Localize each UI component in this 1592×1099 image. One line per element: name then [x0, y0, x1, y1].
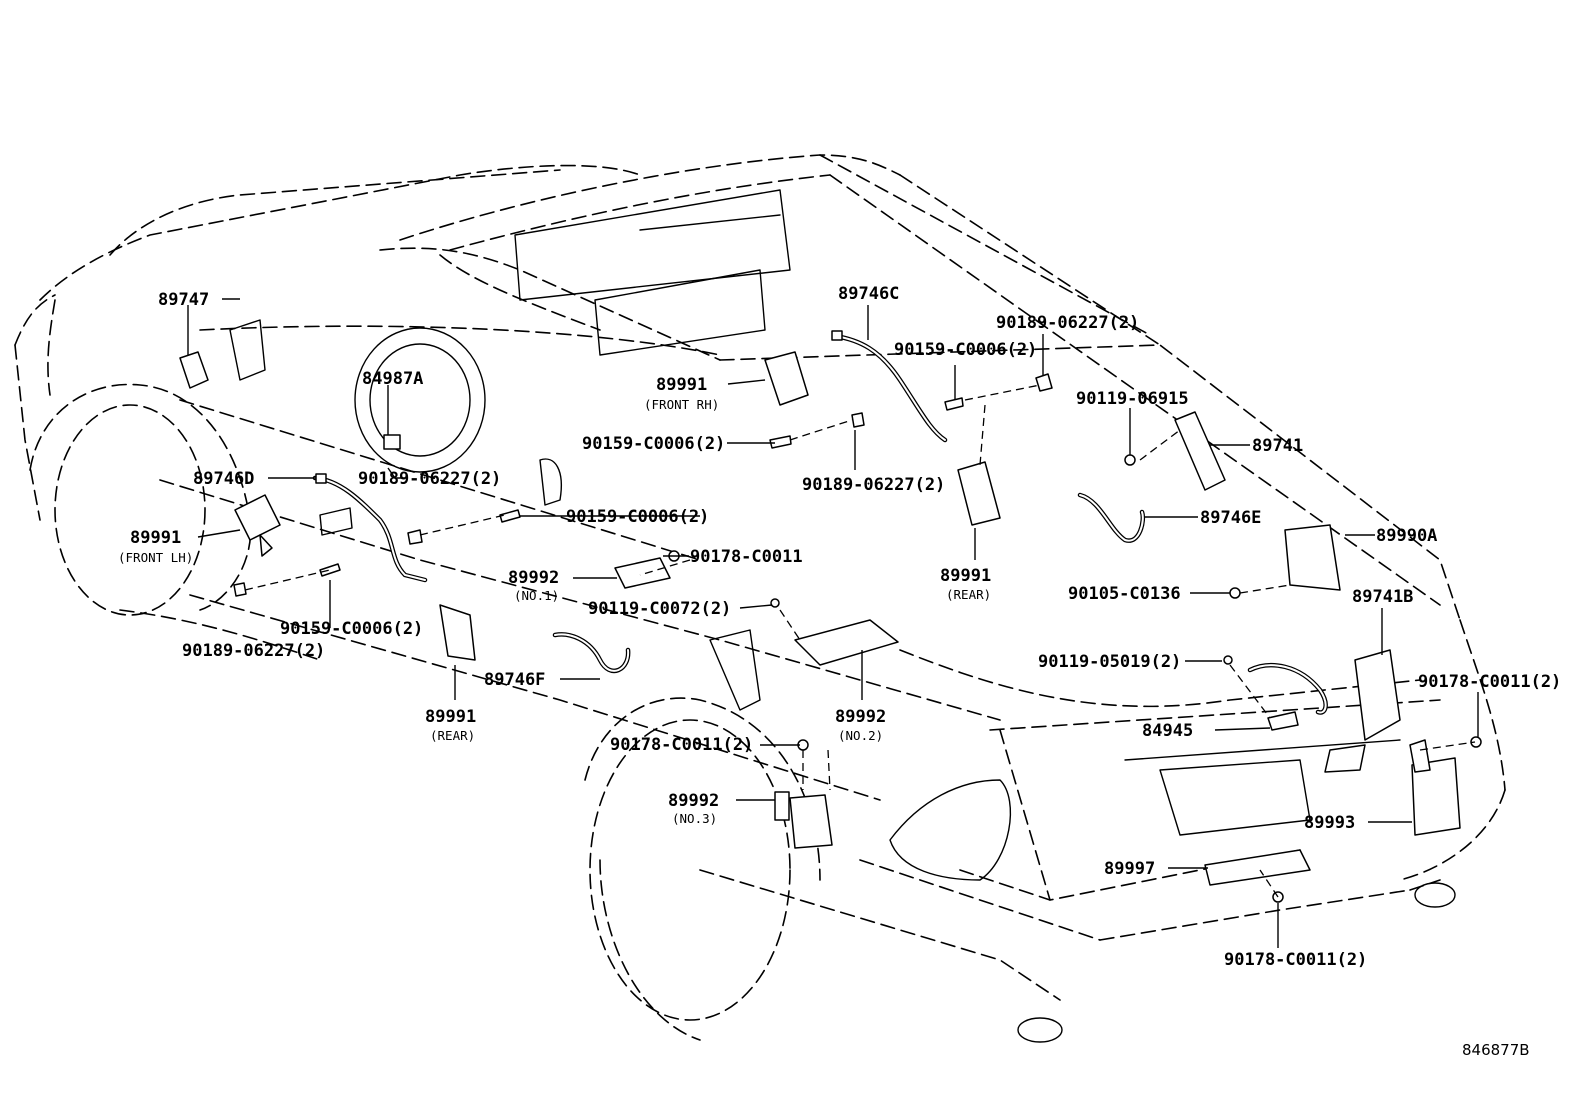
note-front-lh: (FRONT LH): [118, 550, 193, 565]
label-90189-06227-right-b: 90189-06227(2): [802, 475, 945, 495]
part-89991-front-rh: [764, 351, 809, 406]
part-84945: [1267, 711, 1299, 731]
label-90178-C0011-right: 90178-C0011(2): [1418, 672, 1561, 692]
label-90178-C0011-center: 90178-C0011: [690, 547, 803, 567]
label-90119-05019: 90119-05019(2): [1038, 652, 1181, 672]
label-89992-no2: 89992: [835, 707, 886, 727]
part-89741B: [1354, 649, 1401, 741]
label-90178-C0011-lower: 90178-C0011(2): [610, 735, 753, 755]
label-90178-C0011-bottom: 90178-C0011(2): [1224, 950, 1367, 970]
label-90159-C0006-center-a: 90159-C0006(2): [582, 434, 725, 454]
note-rear-right: (REAR): [946, 587, 991, 602]
part-89991-rear-right: [957, 461, 1001, 526]
label-89747: 89747: [158, 290, 209, 310]
part-89992-no2: [794, 619, 899, 666]
note-no3: (NO.3): [672, 811, 717, 826]
label-90159-C0006-center-b: 90159-C0006(2): [566, 507, 709, 527]
label-90159-C0006-right-a: 90159-C0006(2): [894, 340, 1037, 360]
part-89741: [1174, 411, 1226, 491]
leader-lines: [187, 298, 1479, 948]
part-89747: [179, 351, 209, 389]
label-89992-no1: 89992: [508, 568, 559, 588]
label-89991-front-rh: 89991: [656, 375, 707, 395]
label-89741B: 89741B: [1352, 587, 1413, 607]
label-89993: 89993: [1304, 813, 1355, 833]
label-89991-rear-right: 89991: [940, 566, 991, 586]
label-89746D: 89746D: [193, 469, 254, 489]
label-89997: 89997: [1104, 859, 1155, 879]
parts: [179, 330, 1482, 903]
note-no1: (NO.1): [514, 588, 559, 603]
label-90159-C0006-left-a: 90159-C0006(2): [280, 619, 423, 639]
label-89741: 89741: [1252, 436, 1303, 456]
drawing-code: 846877B: [1462, 1041, 1530, 1059]
label-90189-06227-right-a: 90189-06227(2): [996, 313, 1139, 333]
car-body-outline: [14, 154, 1506, 1043]
part-89991-front-lh: [234, 494, 281, 541]
labels: 89747 84987A 89746D 89991 (FRONT LH) 901…: [118, 284, 1561, 1059]
note-no2: (NO.2): [838, 728, 883, 743]
label-89746E: 89746E: [1200, 508, 1261, 528]
label-84945: 84945: [1142, 721, 1193, 741]
label-90189-06227-left-a: 90189-06227(2): [358, 469, 501, 489]
label-89991-front-lh: 89991: [130, 528, 181, 548]
part-89991-rear-left: [439, 604, 476, 661]
label-90105-C0136: 90105-C0136: [1068, 584, 1181, 604]
part-89992-no1: [614, 557, 671, 589]
label-90119-06915: 90119-06915: [1076, 389, 1189, 409]
label-89992-no3: 89992: [668, 791, 719, 811]
label-89991-rear-left: 89991: [425, 707, 476, 727]
label-90119-C0072: 90119-C0072(2): [588, 599, 731, 619]
location-lines: [244, 384, 1476, 898]
label-89746F: 89746F: [484, 670, 545, 690]
label-89990A: 89990A: [1376, 526, 1437, 546]
part-89993: [1411, 757, 1461, 836]
note-rear-left: (REAR): [430, 728, 475, 743]
label-89746C: 89746C: [838, 284, 899, 304]
label-90189-06227-left-b: 90189-06227(2): [182, 641, 325, 661]
part-84987A: [383, 434, 401, 450]
note-front-rh: (FRONT RH): [644, 397, 719, 412]
part-89990A: [1284, 524, 1341, 591]
part-89997: [1204, 849, 1311, 886]
label-84987A: 84987A: [362, 369, 423, 389]
part-89992-no3: [789, 794, 833, 849]
